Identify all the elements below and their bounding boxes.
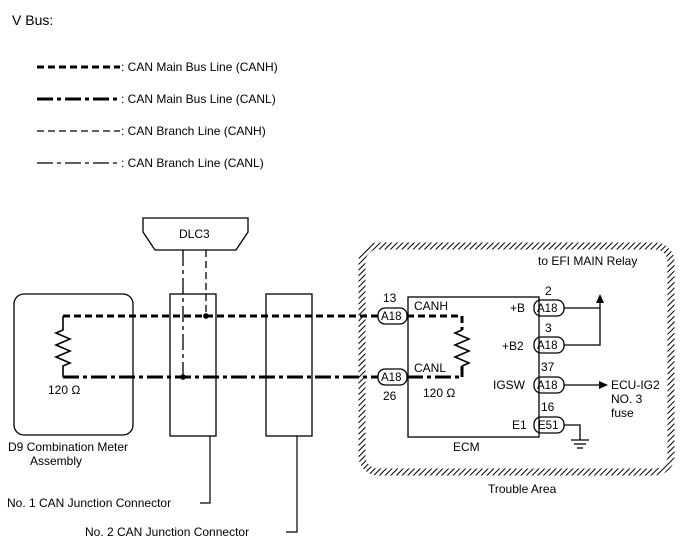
- ecu-ig2-arrow-icon: [599, 381, 608, 389]
- meter-resistance: 120 Ω: [48, 383, 80, 397]
- junction-dot-canl: [180, 374, 186, 380]
- ecu-ig2-label-line3: fuse: [611, 406, 634, 420]
- ecu-ig2-label-line1: ECU-IG2: [611, 378, 660, 392]
- ecm-resistor: [452, 329, 472, 367]
- connector-a18-igsw-text: A18: [537, 380, 557, 392]
- pin-plus-b2-number: 3: [545, 321, 552, 335]
- ecm-label: ECM: [453, 440, 480, 454]
- meter-label-line1: D9 Combination Meter: [8, 440, 128, 454]
- diagram-title: V Bus:: [12, 12, 53, 28]
- connector-a18-canh-text: A18: [381, 311, 401, 323]
- connector-a18-plus-b-text: A18: [537, 303, 557, 315]
- connector-a18-canl-text: A18: [381, 372, 401, 384]
- legend: : CAN Main Bus Line (CANH) : CAN Main Bu…: [37, 60, 278, 170]
- ground-icon: [571, 439, 589, 449]
- pin-canh-number: 13: [383, 291, 397, 305]
- meter-label-line2: Assembly: [30, 454, 82, 468]
- junction-connector-1: [169, 293, 217, 437]
- junction2-label: No. 2 CAN Junction Connector: [85, 525, 249, 539]
- connector-a18-canh: [377, 307, 408, 325]
- ecm: ECM CANH CANL 120 Ω 13 A18 A18 26 +B 2 A…: [377, 284, 565, 454]
- ecm-plus-b2-label: +B2: [502, 339, 524, 353]
- junction-connector-2: [265, 293, 313, 437]
- pin-canl-number: 26: [383, 389, 397, 403]
- ecu-ig2-label-line2: NO. 3: [611, 392, 643, 406]
- plus-b-wire: [564, 307, 601, 346]
- meter-resistor: [53, 316, 73, 377]
- connector-a18-canl: [377, 368, 408, 386]
- junction1-label: No. 1 CAN Junction Connector: [7, 496, 171, 510]
- dlc3-label: DLC3: [179, 227, 210, 241]
- legend-label-main-canh: : CAN Main Bus Line (CANH): [121, 60, 278, 74]
- ecm-canh-label: CANH: [414, 299, 448, 313]
- trouble-area-label: Trouble Area: [488, 482, 557, 496]
- efi-relay-arrow-icon: [596, 294, 604, 303]
- trouble-area-border: [358, 242, 675, 476]
- junction2-leader: [286, 436, 298, 533]
- connector-e51-text: E51: [538, 420, 558, 432]
- ecm-canl-label: CANL: [414, 361, 446, 375]
- dlc3-connector: DLC3: [142, 217, 249, 251]
- pin-plus-b-number: 2: [545, 284, 552, 298]
- legend-label-main-canl: : CAN Main Bus Line (CANL): [121, 92, 276, 106]
- legend-label-branch-canl: : CAN Branch Line (CANL): [121, 156, 264, 170]
- pin-e1-number: 16: [541, 400, 555, 414]
- combination-meter: 120 Ω D9 Combination Meter Assembly: [8, 293, 134, 468]
- efi-main-relay-label: to EFI MAIN Relay: [538, 254, 637, 268]
- connector-a18-plus-b2-text: A18: [537, 340, 557, 352]
- legend-label-branch-canh: : CAN Branch Line (CANH): [121, 124, 266, 138]
- junction-dot-canh: [203, 313, 209, 319]
- e1-ground-wire: [564, 424, 581, 440]
- ecm-e1-label: E1: [512, 418, 527, 432]
- junction1-leader: [200, 436, 211, 504]
- pin-igsw-number: 37: [541, 360, 555, 374]
- ecm-plus-b-label: +B: [510, 301, 525, 315]
- ecm-igsw-label: IGSW: [493, 378, 526, 392]
- ecm-resistance: 120 Ω: [423, 386, 455, 400]
